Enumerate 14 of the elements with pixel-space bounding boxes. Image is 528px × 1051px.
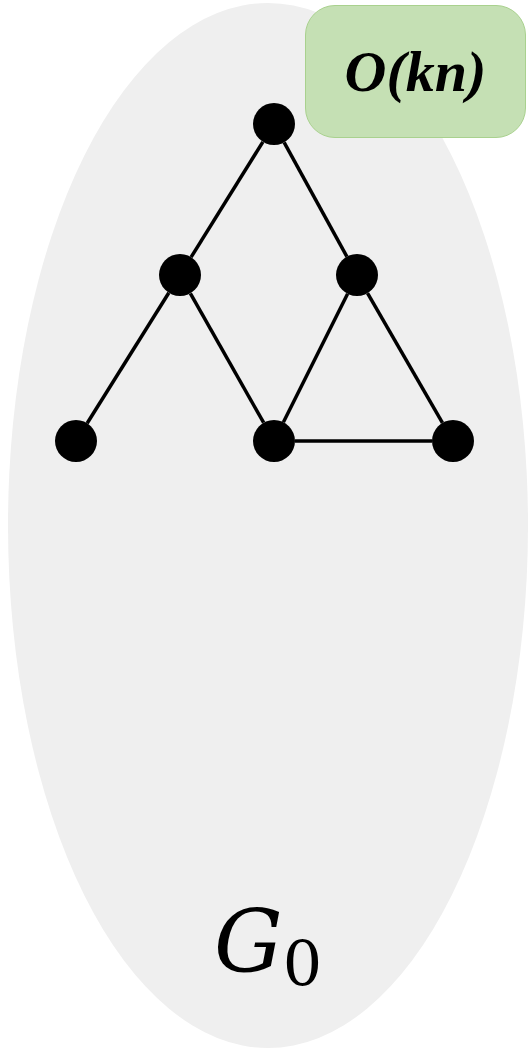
graph-edge <box>366 292 444 424</box>
graph-vertex <box>159 254 201 296</box>
graph-edge <box>281 293 350 423</box>
graph-vertex <box>432 420 474 462</box>
graph-edge <box>282 141 349 258</box>
graph-edge <box>189 140 265 259</box>
graph-vertex <box>55 420 97 462</box>
graph-edge <box>85 291 171 425</box>
graph-edge <box>295 439 432 443</box>
graph-edge <box>188 292 266 424</box>
graph-vertex <box>253 103 295 145</box>
graph-name: G$_{0}$ <box>212 898 324 995</box>
graph-vertex <box>336 254 378 296</box>
graph-vertex <box>253 420 295 462</box>
